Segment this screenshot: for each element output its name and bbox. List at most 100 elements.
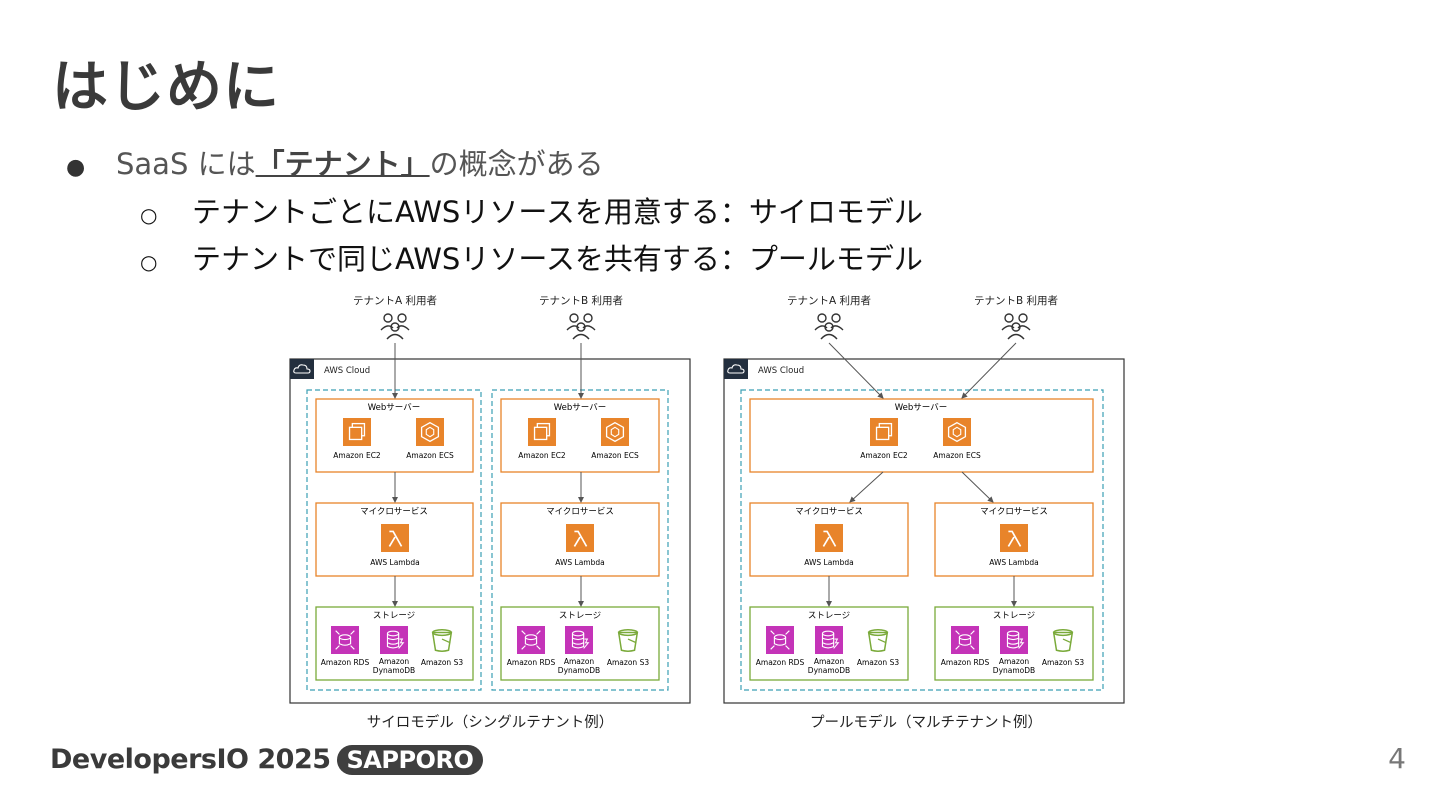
cloud-icon [290, 359, 314, 379]
flow-arrow [828, 342, 884, 399]
microservice-group [500, 502, 660, 577]
sub-bullet-item: ○ テナントごとにAWSリソースを用意する：サイロモデル [66, 190, 923, 237]
microservice-label: マイクロサービス [980, 507, 1048, 517]
dynamodb-label-1: Amazon [379, 657, 410, 666]
shared-boundary [740, 389, 1104, 691]
storage-group [934, 606, 1094, 681]
ec2-icon [528, 418, 556, 446]
dynamodb-label-1: Amazon [999, 657, 1030, 666]
dynamodb-icon [565, 626, 593, 654]
tenant-a-label: テナントA 利用者 [787, 295, 871, 307]
cloud-icon [724, 359, 748, 379]
ec2-icon [343, 418, 371, 446]
tenant-b-boundary [491, 389, 669, 691]
circle-bullet-icon: ○ [140, 250, 158, 274]
bullet-text: SaaS には [116, 147, 256, 181]
ecs-label: Amazon ECS [591, 451, 639, 460]
s3-label: Amazon S3 [1042, 658, 1084, 667]
sub-bullet-text: テナントごとにAWSリソースを用意する：サイロモデル [192, 195, 923, 229]
flow-arrow [849, 471, 884, 503]
s3-label: Amazon S3 [421, 658, 463, 667]
storage-label: ストレージ [808, 611, 850, 621]
logo-text: DevelopersIO 2025 [50, 744, 331, 775]
web-server-label: Webサーバー [368, 403, 420, 413]
tenant-a-label: テナントA 利用者 [353, 295, 437, 307]
flow-arrow [961, 471, 994, 503]
tenant-b-label: テナントB 利用者 [539, 295, 623, 307]
tenant-a-boundary [306, 389, 482, 691]
lambda-label: AWS Lambda [989, 558, 1038, 567]
ecs-label: Amazon ECS [933, 451, 981, 460]
rds-label: Amazon RDS [756, 658, 805, 667]
rds-icon [517, 626, 545, 654]
logo-pill: SAPPORO [336, 745, 484, 775]
bullet-text: の概念がある [429, 147, 604, 181]
lambda-icon [566, 524, 594, 552]
flow-arrow [961, 342, 1017, 399]
ec2-label: Amazon EC2 [333, 451, 381, 460]
rds-label: Amazon RDS [507, 658, 556, 667]
web-server-group [749, 398, 1094, 473]
storage-group [500, 606, 660, 681]
lambda-label: AWS Lambda [804, 558, 853, 567]
bullet-list: ● SaaS には「テナント」の概念がある ○ テナントごとにAWSリソースを用意す… [66, 142, 923, 284]
storage-group [315, 606, 474, 681]
bullet-emphasis: 「テナント」 [255, 147, 430, 181]
ec2-icon [870, 418, 898, 446]
pool-caption: プールモデル（マルチテナント例） [810, 713, 1042, 731]
ecs-icon [601, 418, 629, 446]
page-number: 4 [1388, 742, 1406, 775]
bullet-item: ● SaaS には「テナント」の概念がある [66, 142, 923, 190]
microservice-label: マイクロサービス [360, 507, 428, 517]
microservice-label: マイクロサービス [795, 507, 863, 517]
dynamodb-label-2: DynamoDB [808, 666, 850, 675]
dynamodb-icon [380, 626, 408, 654]
rds-icon [951, 626, 979, 654]
web-server-group [500, 398, 660, 473]
s3-label: Amazon S3 [857, 658, 899, 667]
users-icon [380, 313, 410, 340]
s3-label: Amazon S3 [607, 658, 649, 667]
bullet-dot-icon: ● [66, 155, 86, 180]
rds-label: Amazon RDS [321, 658, 370, 667]
dynamodb-label-2: DynamoDB [558, 666, 600, 675]
s3-icon [867, 628, 889, 652]
ecs-icon [943, 418, 971, 446]
storage-label: ストレージ [559, 611, 601, 621]
users-icon [814, 313, 844, 340]
ec2-label: Amazon EC2 [518, 451, 566, 460]
users-icon [1001, 313, 1031, 340]
users-icon [566, 313, 596, 340]
aws-cloud-label: AWS Cloud [324, 366, 370, 376]
storage-label: ストレージ [993, 611, 1035, 621]
pool-model-diagram: テナントA 利用者 テナントB 利用者 AWS Cloud Webサーバー Am… [723, 295, 1125, 731]
sub-bullet-item: ○ テナントで同じAWSリソースを共有する：プールモデル [66, 237, 923, 284]
lambda-icon [381, 524, 409, 552]
rds-icon [766, 626, 794, 654]
circle-bullet-icon: ○ [140, 203, 158, 227]
storage-label: ストレージ [373, 611, 415, 621]
s3-icon [1052, 628, 1074, 652]
storage-group [749, 606, 909, 681]
rds-icon [331, 626, 359, 654]
lambda-icon [1000, 524, 1028, 552]
aws-cloud-label: AWS Cloud [758, 366, 804, 376]
lambda-label: AWS Lambda [370, 558, 419, 567]
ecs-label: Amazon ECS [406, 451, 454, 460]
dynamodb-label-2: DynamoDB [993, 666, 1035, 675]
dynamodb-label-1: Amazon [564, 657, 595, 666]
dynamodb-label-2: DynamoDB [373, 666, 415, 675]
silo-model-diagram: テナントA 利用者 テナントB 利用者 AWS Cloud Webサーバー Am… [289, 295, 691, 731]
sub-bullet-text: テナントで同じAWSリソースを共有する：プールモデル [192, 242, 923, 276]
microservice-label: マイクロサービス [546, 507, 614, 517]
aws-cloud-boundary [723, 358, 1125, 704]
ecs-icon [416, 418, 444, 446]
dynamodb-icon [815, 626, 843, 654]
rds-label: Amazon RDS [941, 658, 990, 667]
dynamodb-label-1: Amazon [814, 657, 845, 666]
s3-icon [617, 628, 639, 652]
page-title: はじめに [52, 55, 280, 120]
aws-cloud-boundary [289, 358, 691, 704]
